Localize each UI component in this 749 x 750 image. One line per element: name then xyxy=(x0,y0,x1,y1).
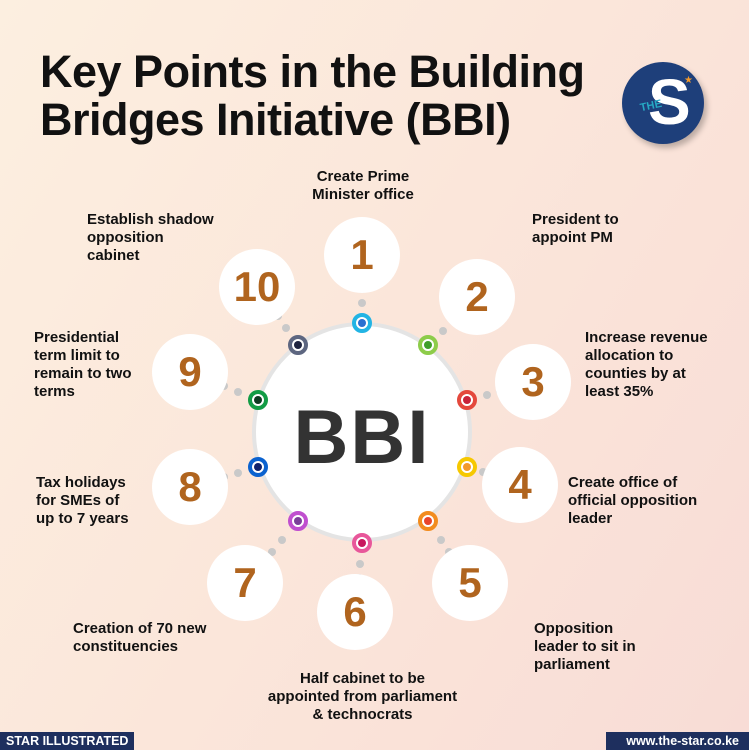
ring-marker-2 xyxy=(418,335,438,355)
point-label-line: appointed from parliament xyxy=(267,688,458,705)
point-number-2: 2 xyxy=(439,259,515,335)
point-label-line: cabinet xyxy=(87,247,140,264)
point-label-line: Presidential xyxy=(34,329,120,346)
point-label-line: & technocrats xyxy=(312,706,413,723)
hub-label: BBI xyxy=(293,395,431,480)
star-icon: ★ xyxy=(684,75,693,86)
ring-marker-7 xyxy=(288,511,308,531)
point-number-8: 8 xyxy=(152,449,228,525)
point-label-line: Create Prime xyxy=(316,168,410,185)
ring-marker-4 xyxy=(457,457,477,477)
point-label-line: counties by at xyxy=(585,365,686,382)
footer-website[interactable]: www.the-star.co.ke xyxy=(606,732,749,750)
point-number-4: 4 xyxy=(482,447,558,523)
ring-marker-5 xyxy=(418,511,438,531)
point-label-line: Minister office xyxy=(312,186,414,203)
connector-dot xyxy=(281,323,290,332)
ring-marker-8 xyxy=(248,457,268,477)
title-line-1: Key Points in the Building xyxy=(40,46,585,97)
connector-dot xyxy=(267,548,276,556)
connector-dot xyxy=(233,469,242,477)
point-label-line: Half cabinet to be xyxy=(299,670,426,687)
point-number-5: 5 xyxy=(432,545,508,621)
point-label-line: opposition xyxy=(87,229,164,246)
point-label-line: Opposition xyxy=(534,620,614,637)
point-label-line: leader to sit in xyxy=(534,638,636,655)
ring-marker-1 xyxy=(352,313,372,333)
point-number-6: 6 xyxy=(317,574,393,650)
point-label-line: parliament xyxy=(534,656,610,673)
point-label-line: for SMEs of xyxy=(36,492,120,509)
point-label-line: remain to two xyxy=(34,365,132,382)
connector-dot xyxy=(438,326,447,335)
title-line-2: Bridges Initiative (BBI) xyxy=(40,94,511,145)
point-number-1: 1 xyxy=(324,217,400,293)
point-number-9: 9 xyxy=(152,334,228,410)
point-label-line: Establish shadow xyxy=(87,211,214,228)
point-label-line: official opposition xyxy=(568,492,698,509)
connector-dot xyxy=(278,535,287,544)
point-label-line: allocation to xyxy=(585,347,674,364)
point-label-line: constituencies xyxy=(73,638,179,655)
point-label-line: least 35% xyxy=(585,383,654,400)
ring-marker-6 xyxy=(352,533,372,553)
point-label-line: Increase revenue xyxy=(585,329,708,346)
connector-dot xyxy=(358,298,366,307)
ring-marker-3 xyxy=(457,390,477,410)
connector-dot xyxy=(436,535,445,544)
point-label-line: up to 7 years xyxy=(36,510,129,527)
page-title: Key Points in the Building Bridges Initi… xyxy=(40,48,585,144)
connector-dot xyxy=(233,387,242,396)
connector-dot xyxy=(482,390,491,399)
the-star-logo: S THE ★ xyxy=(622,62,704,144)
point-label-line: Tax holidays xyxy=(36,474,126,491)
bbi-hub-circle: BBI xyxy=(252,322,472,542)
point-label-line: leader xyxy=(568,510,613,527)
point-label-line: terms xyxy=(34,383,75,400)
point-label-line: Creation of 70 new xyxy=(73,620,207,637)
point-label-line: appoint PM xyxy=(532,229,613,246)
point-label-line: Create office of xyxy=(568,474,678,491)
point-label-line: term limit to xyxy=(34,347,120,364)
footer-credit: STAR ILLUSTRATED xyxy=(0,732,135,750)
point-number-3: 3 xyxy=(495,344,571,420)
logo-letter: S xyxy=(648,66,691,138)
ring-marker-10 xyxy=(288,335,308,355)
ring-marker-9 xyxy=(248,390,268,410)
point-number-10: 10 xyxy=(219,249,295,325)
point-number-7: 7 xyxy=(207,545,283,621)
connector-dot xyxy=(355,559,364,568)
point-label-line: President to xyxy=(532,211,619,228)
